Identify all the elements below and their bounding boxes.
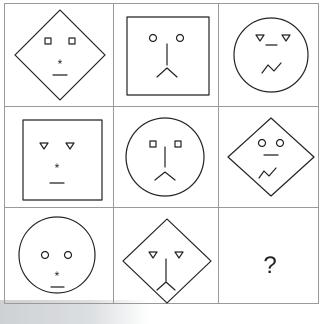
svg-text:*: * xyxy=(55,269,60,283)
cell-r1-c1-diamond-face: * xyxy=(15,10,105,100)
cell-r3-c2-diamond-face xyxy=(123,219,211,303)
cell-r2-c2-circle-face xyxy=(126,118,204,196)
cell-r1-c2-square-face xyxy=(127,17,209,95)
svg-text:*: * xyxy=(58,57,63,71)
missing-cell-question-mark: ? xyxy=(246,246,294,286)
svg-text:*: * xyxy=(55,161,60,175)
cell-r2-c3-diamond-face xyxy=(228,118,314,196)
cell-r3-c1-circle-face: * xyxy=(19,217,95,293)
cell-r2-c1-square-face: * xyxy=(23,120,102,200)
cell-r1-c3-circle-face xyxy=(234,18,308,92)
